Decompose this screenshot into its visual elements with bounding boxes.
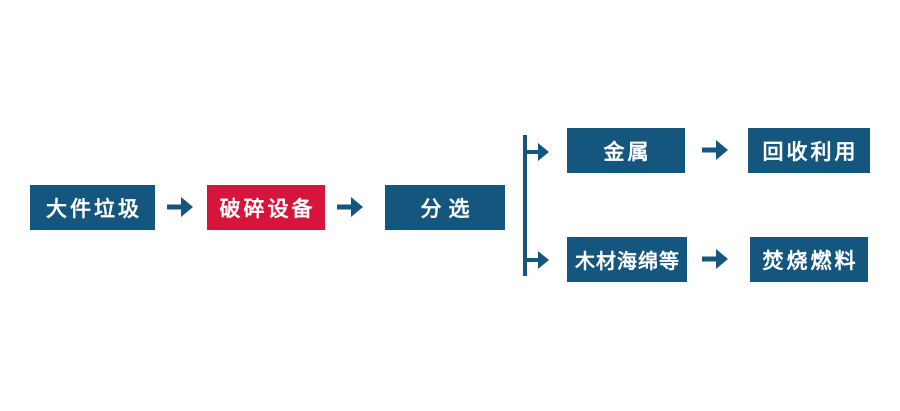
- branch-arrow-top-icon: [526, 143, 549, 161]
- arrow-right-icon: [337, 197, 363, 217]
- node-incineration-fuel: 焚烧燃料: [750, 237, 868, 282]
- branch-arrow-bottom-icon: [526, 251, 549, 269]
- arrow-right-icon: [702, 140, 728, 160]
- node-bulky-waste: 大件垃圾: [30, 185, 155, 230]
- arrow-right-icon: [167, 197, 193, 217]
- node-wood-sponge-etc: 木材海绵等: [567, 237, 687, 282]
- arrow-right-icon: [702, 249, 728, 269]
- node-crushing-equipment: 破碎设备: [207, 185, 325, 230]
- branch-connector-line: [523, 135, 527, 276]
- node-recycling: 回收利用: [748, 128, 870, 173]
- node-metal: 金属: [567, 128, 685, 173]
- node-sorting: 分选: [385, 185, 505, 230]
